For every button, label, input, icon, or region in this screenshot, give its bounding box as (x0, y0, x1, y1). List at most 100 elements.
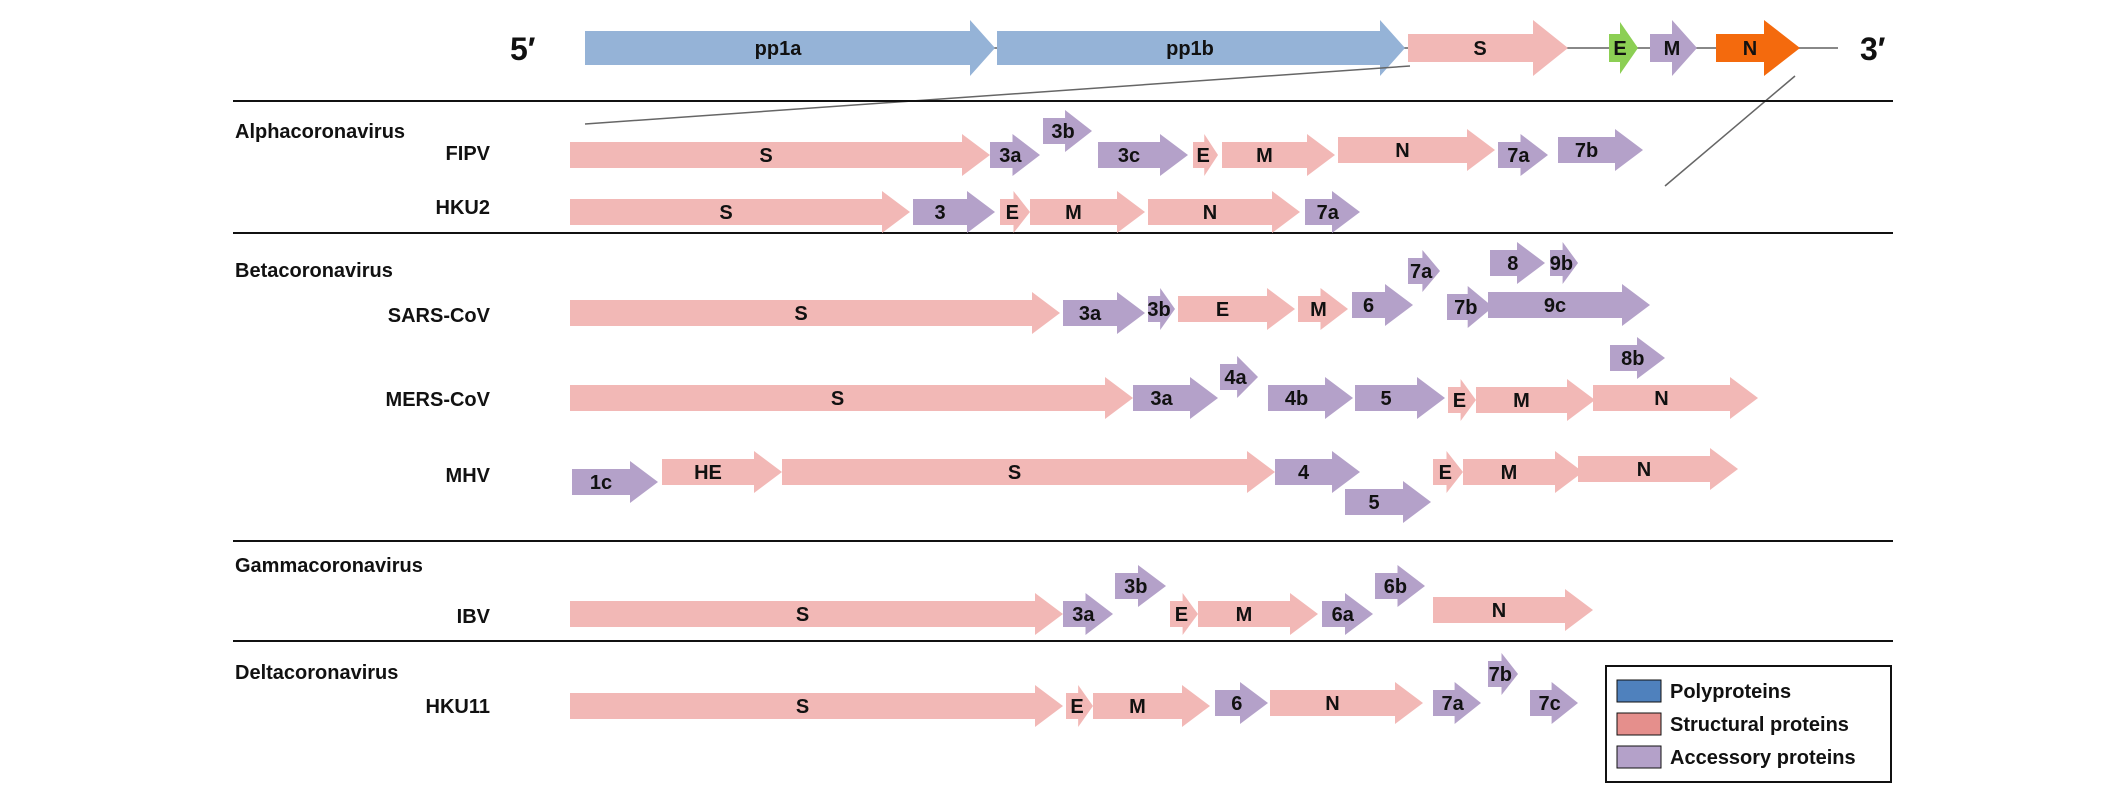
gene-arrow-5 (1355, 377, 1445, 419)
gene-arrow-s (570, 593, 1063, 635)
gene-arrow-9c (1488, 284, 1650, 326)
gene-label-9b: 9b (1550, 253, 1573, 275)
gene-arrow-4a (1220, 356, 1258, 398)
gene-arrow-7a (1498, 134, 1548, 176)
gene-arrow-s (782, 451, 1275, 493)
gene-arrow-e (1433, 451, 1463, 493)
gene-label-m: M (1236, 604, 1253, 626)
gene-label: pp1b (1166, 38, 1214, 60)
gene-label-4: 4 (1298, 462, 1310, 484)
gene-arrow-3a (1063, 593, 1113, 635)
legend-label-accessory: Accessory proteins (1670, 747, 1856, 769)
gene-arrow-6 (1352, 284, 1413, 326)
gene-arrow-s (570, 685, 1063, 727)
gene-label-n: N (1395, 140, 1409, 162)
virus-label-ibv: IBV (457, 606, 491, 628)
gene-arrow-e (1178, 288, 1295, 330)
gene-arrow (997, 20, 1405, 76)
three-prime-label: 3′ (1860, 31, 1886, 67)
genome-gene-n: N (1716, 20, 1800, 76)
gene-label-e: E (1006, 202, 1019, 224)
gene-label-7a: 7a (1410, 261, 1433, 283)
gene-arrow-3a (1133, 377, 1218, 419)
gene-arrow (585, 20, 995, 76)
gene-arrow-7c (1530, 682, 1578, 724)
gene-arrow-m (1298, 288, 1348, 330)
genome-gene-pp1a: pp1a (585, 20, 995, 76)
gene-label-n: N (1637, 459, 1651, 481)
gene-label-e: E (1439, 462, 1452, 484)
gene-arrow-e (1448, 379, 1476, 421)
gene-arrow-s (570, 377, 1133, 419)
gene-label-7a: 7a (1317, 202, 1340, 224)
gene-arrow-3c (1098, 134, 1188, 176)
gene-label: N (1743, 38, 1757, 60)
gene-label-m: M (1310, 299, 1327, 321)
gene-label-s: S (796, 604, 809, 626)
gene-label-e: E (1070, 696, 1083, 718)
gene-arrow-n (1270, 682, 1423, 724)
virus-label-hku11: HKU11 (426, 696, 490, 718)
genus-label-deltacoronavirus: Deltacoronavirus (235, 662, 398, 684)
gene-arrow-n (1338, 129, 1495, 171)
gene-label-s: S (794, 303, 807, 325)
gene-arrow-4 (1275, 451, 1360, 493)
gene-label-3c: 3c (1118, 145, 1140, 167)
gene-arrow-s (570, 292, 1060, 334)
gene-arrow-7b (1558, 129, 1643, 171)
gene-label-n: N (1203, 202, 1217, 224)
genus-label-gammacoronavirus: Gammacoronavirus (235, 555, 423, 577)
gene-label-8: 8 (1507, 253, 1518, 275)
gene-label-3b: 3b (1124, 576, 1147, 598)
gene-label-n: N (1654, 388, 1668, 410)
gene-arrow-3b (1043, 110, 1092, 152)
gene-arrow-m (1463, 451, 1583, 493)
gene-label-e: E (1216, 299, 1229, 321)
gene-arrow-n (1593, 377, 1758, 419)
gene-label-3a: 3a (1150, 388, 1173, 410)
gene-label-s: S (759, 145, 772, 167)
genus-label-betacoronavirus: Betacoronavirus (235, 260, 393, 282)
legend-swatch-polyproteins (1616, 679, 1662, 703)
gene-label-n: N (1325, 693, 1339, 715)
gene-label-m: M (1256, 145, 1273, 167)
gene-label-e: E (1453, 390, 1466, 412)
gene-arrow-3a (1063, 292, 1145, 334)
gene-label-he: HE (694, 462, 722, 484)
gene-arrow-7b (1447, 286, 1493, 328)
gene-arrow-m (1198, 593, 1318, 635)
legend-swatch-structural (1616, 712, 1662, 736)
gene-label-s: S (831, 388, 844, 410)
gene-label: S (1473, 38, 1486, 60)
gene-label-s: S (719, 202, 732, 224)
gene-arrow-3b (1115, 565, 1166, 607)
gene-arrow (1716, 20, 1800, 76)
gene-label-7b: 7b (1575, 140, 1598, 162)
gene-arrow (1408, 20, 1568, 76)
gene-arrow-e (1066, 685, 1093, 727)
zoom-line-right (1664, 75, 1796, 187)
gene-arrow-e (1170, 593, 1198, 635)
gene-arrow-e (1193, 134, 1218, 176)
virus-label-mhv: MHV (446, 465, 491, 487)
gene-label-6a: 6a (1332, 604, 1355, 626)
virus-label-mers-cov: MERS-CoV (386, 389, 491, 411)
gene-arrow-7a (1305, 191, 1360, 233)
legend-swatch-accessory (1616, 745, 1662, 769)
gene-label-e: E (1197, 145, 1210, 167)
gene-label-3b: 3b (1147, 299, 1170, 321)
gene-arrow-6a (1322, 593, 1373, 635)
gene-label-4a: 4a (1224, 367, 1247, 389)
genome-gene-s: S (1408, 20, 1568, 76)
gene-arrow-3 (913, 191, 995, 233)
gene-label: E (1613, 38, 1626, 60)
gene-label-7b: 7b (1489, 664, 1512, 686)
gene-label-3a: 3a (999, 145, 1022, 167)
gene-arrow-7a (1408, 250, 1440, 292)
gene-arrow-m (1093, 685, 1210, 727)
